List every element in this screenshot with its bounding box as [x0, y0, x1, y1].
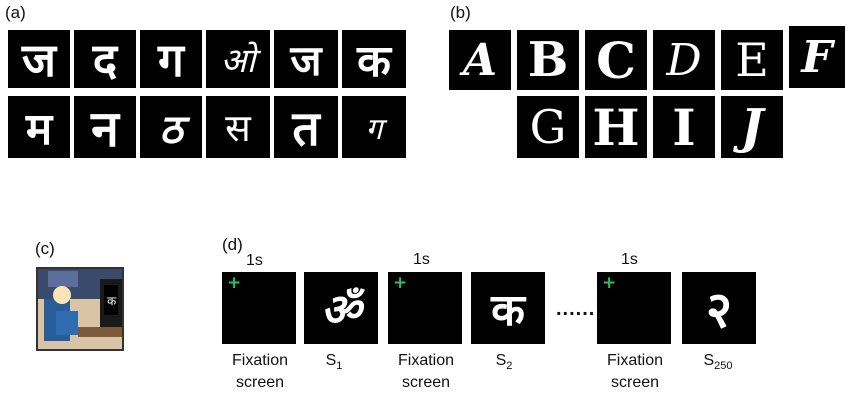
stimulus-caption: S1	[314, 350, 354, 377]
caption-s: S	[325, 352, 337, 369]
latin-letter-tile: A	[449, 30, 511, 90]
deva-char-tile: त	[274, 96, 338, 158]
caption-line: screen	[401, 374, 451, 391]
latin-letter-tile: G	[517, 96, 579, 158]
caption-subscript: 250	[714, 360, 733, 373]
deva-char-tile: ओ	[206, 30, 270, 88]
deva-char-tile: ग	[140, 30, 202, 88]
caption-subscript: 2	[506, 360, 513, 373]
stimulus-screen: ॐ	[304, 272, 378, 344]
caption-s: S	[703, 352, 715, 369]
fixation-caption: Fixation screen	[593, 350, 677, 394]
caption-s: S	[495, 352, 507, 369]
fixation-screen: +	[222, 272, 296, 344]
latin-letter-tile: B	[517, 30, 579, 90]
latin-letter-tile: I	[653, 96, 715, 158]
latin-letter-tile: H	[585, 96, 647, 158]
fixation-cross-icon: +	[227, 273, 242, 293]
fixation-cross-icon: +	[602, 273, 617, 293]
deva-char-tile: द	[74, 30, 136, 88]
stimulus-screen: क	[471, 272, 545, 344]
fixation-screen: +	[597, 272, 671, 344]
deva-char-tile: म	[8, 96, 70, 158]
stimulus-caption: S2	[484, 350, 524, 377]
experiment-setup-photo: क	[36, 267, 124, 351]
photo-illustration: क	[38, 269, 122, 349]
deva-char-tile: न	[74, 96, 136, 158]
panel-b-label: (b)	[450, 3, 471, 22]
deva-char-tile: ग	[342, 96, 406, 158]
deva-char-tile: ठ	[140, 96, 202, 158]
deva-char-tile: स	[206, 96, 270, 158]
deva-char-tile: क	[342, 30, 406, 88]
sequence-ellipsis: ......	[556, 298, 596, 320]
deva-char-tile: ज	[274, 30, 338, 88]
caption-subscript: 1	[336, 360, 343, 373]
panel-c-label: (c)	[35, 239, 55, 258]
latin-letter-tile: J	[721, 96, 783, 158]
panel-d-label: (d)	[222, 235, 243, 254]
latin-letter-tile: E	[721, 30, 783, 90]
stimulus-caption: S250	[688, 350, 748, 377]
duration-label: 1s	[413, 251, 430, 268]
svg-text:क: क	[107, 294, 117, 308]
duration-label: 1s	[246, 252, 263, 269]
latin-letter-tile: F	[789, 26, 845, 88]
fixation-caption: Fixation screen	[384, 350, 468, 394]
fixation-screen: +	[388, 272, 462, 344]
caption-line: Fixation	[397, 352, 455, 369]
duration-label: 1s	[621, 251, 638, 268]
fixation-caption: Fixation screen	[218, 350, 302, 394]
deva-char-tile: ज	[8, 30, 70, 88]
caption-line: screen	[235, 374, 285, 391]
caption-line: Fixation	[231, 352, 289, 369]
caption-line: screen	[610, 374, 660, 391]
panel-a-label: (a)	[5, 3, 26, 22]
stimulus-screen: २	[682, 272, 756, 344]
fixation-cross-icon: +	[393, 273, 408, 293]
caption-line: Fixation	[606, 352, 664, 369]
latin-letter-tile: C	[585, 30, 647, 90]
latin-letter-tile: D	[653, 30, 715, 90]
